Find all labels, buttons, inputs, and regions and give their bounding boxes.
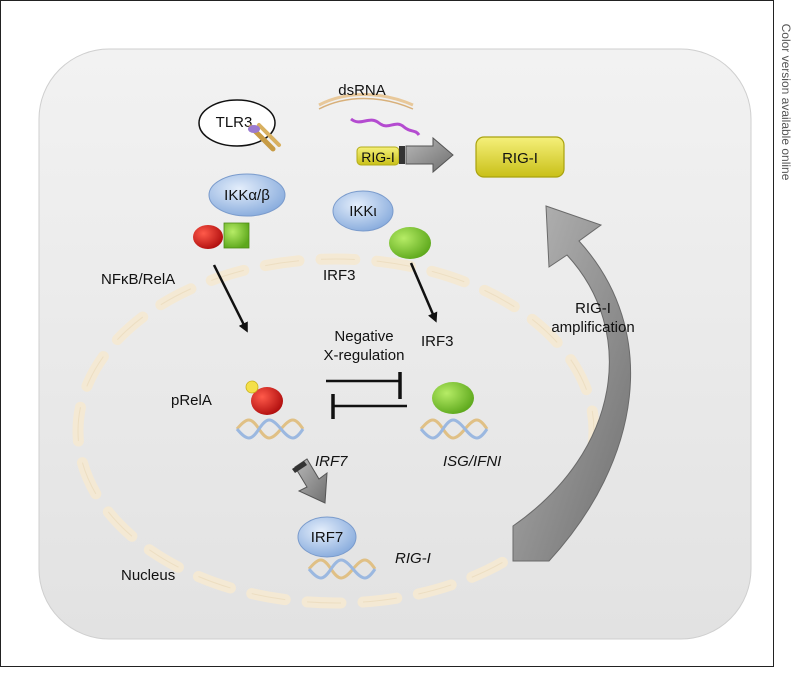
- irf3-cytoplasmic: [389, 227, 431, 259]
- irf7-protein: [297, 516, 357, 558]
- ikk-alpha-beta-label: IKKα/β: [224, 187, 270, 204]
- dna-helix-right: [419, 418, 489, 440]
- nfkb-translocation-arrow: [212, 264, 248, 333]
- color-version-note: Color version available online: [779, 2, 792, 202]
- irf7-gene-label: IRF7: [315, 453, 348, 470]
- irf3-top-label: IRF3: [323, 267, 356, 284]
- irf3-translocation-arrow: [409, 262, 438, 323]
- dsrna-strand: [318, 93, 414, 107]
- irf7-expression-arrow-tail: [292, 461, 307, 473]
- amplification-line1: RIG-I: [575, 300, 611, 317]
- rig-i-activation-arrow-tail: [399, 146, 405, 164]
- negative-regulation-line1: Negative: [334, 328, 393, 345]
- dna-helix-left: [235, 418, 305, 440]
- tlr3-label: TLR3: [216, 114, 253, 131]
- irf3-nuclear-label: IRF3: [421, 333, 454, 350]
- nfkb-red-subunit: [193, 225, 223, 249]
- isg-ifni-label: ISG/IFNI: [443, 453, 501, 470]
- cross-inhibition-symbol: [326, 372, 407, 419]
- rig-i-sensor-label: RIG-I: [361, 149, 394, 165]
- rig-i-activation-arrow: [405, 136, 454, 174]
- nfkb-green-subunit: [223, 222, 250, 249]
- ikk-alpha-beta: [208, 173, 286, 217]
- irf3-nuclear: [432, 382, 474, 414]
- amplification-arrow: [512, 205, 631, 562]
- ikk-epsilon-label: IKKι: [349, 203, 377, 220]
- rig-i-active-label: RIG-I: [502, 150, 538, 167]
- nucleus-label: Nucleus: [121, 567, 175, 584]
- dna-helix-bottom: [307, 558, 377, 580]
- dsrna-strand-2: [318, 97, 414, 110]
- irf7-expression-arrow: [294, 458, 328, 504]
- rig-i-gene-label: RIG-I: [395, 550, 431, 567]
- irf7-protein-label: IRF7: [311, 529, 344, 546]
- prela-label: pRelA: [171, 392, 212, 409]
- amplification-line2: amplification: [551, 319, 634, 336]
- negative-regulation-line2: X-regulation: [324, 347, 405, 364]
- prela-protein: [251, 387, 283, 415]
- tlr3-icon: [248, 123, 281, 152]
- phosphate-group: [245, 380, 259, 394]
- figure-frame: dsRNA TLR3 RIG-I RIG-I IKKα/β IKKι NFκB/…: [0, 0, 774, 667]
- color-version-note-text: Color version available online: [779, 23, 792, 181]
- nfkb-label: NFκB/RelA: [101, 271, 175, 288]
- dsrna-label: dsRNA: [338, 82, 386, 99]
- viral-rna-icon: [350, 117, 421, 136]
- rig-i-active: [475, 136, 565, 178]
- pathway-diagram: dsRNA TLR3 RIG-I RIG-I IKKα/β IKKι NFκB/…: [38, 48, 752, 640]
- ikk-epsilon: [332, 190, 394, 232]
